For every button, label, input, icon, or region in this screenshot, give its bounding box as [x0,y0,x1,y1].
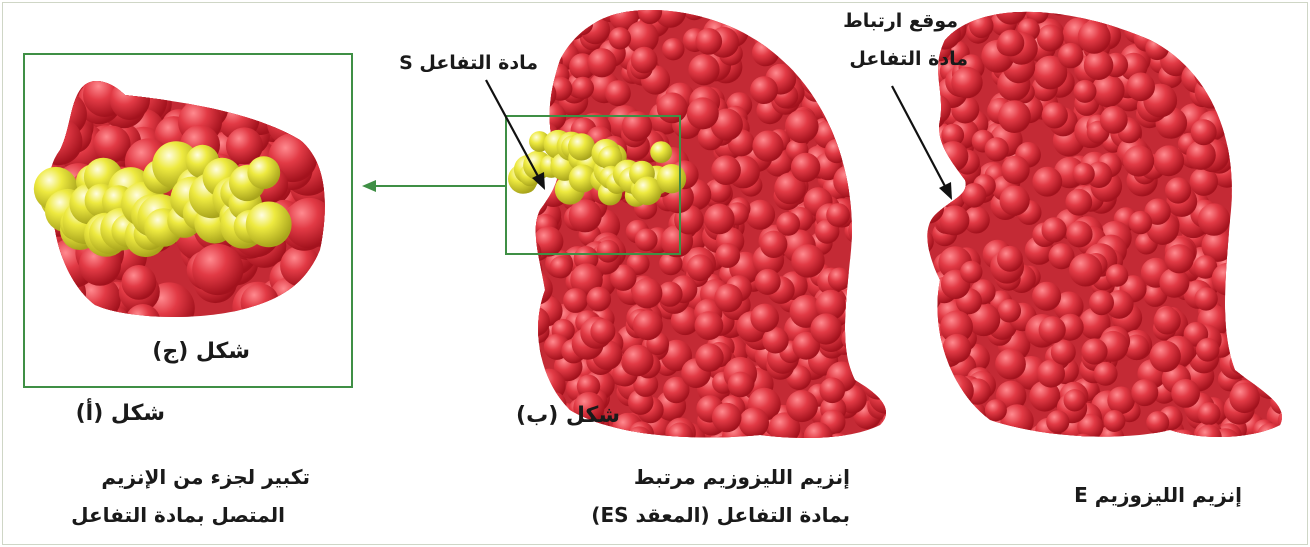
caption-a: إنزيم الليزوزيم E [1074,480,1242,511]
zoom-arrow-head [362,180,376,192]
caption-b-line1: إنزيم الليزوزيم مرتبط [634,462,850,493]
substrate-pointer-line [486,80,540,180]
figure-a-label: شكل (أ) [76,398,165,430]
figure-c-label: شكل (ج) [152,336,250,368]
site-label-line1: موقع ارتباط [843,8,958,34]
substrate-label: مادة التفاعل S [399,50,538,76]
site-label-line2: مادة التفاعل [849,46,968,72]
site-pointer-line [892,86,947,190]
caption-c-line1: تكبير لجزء من الإنزيم [101,462,310,493]
site-pointer-head [939,182,952,200]
caption-c-line2: المتصل بمادة التفاعل [71,500,285,531]
caption-b-line2: بمادة التفاعل (المعقد ES) [591,500,850,531]
figure-b-label: شكل (ب) [516,400,620,432]
